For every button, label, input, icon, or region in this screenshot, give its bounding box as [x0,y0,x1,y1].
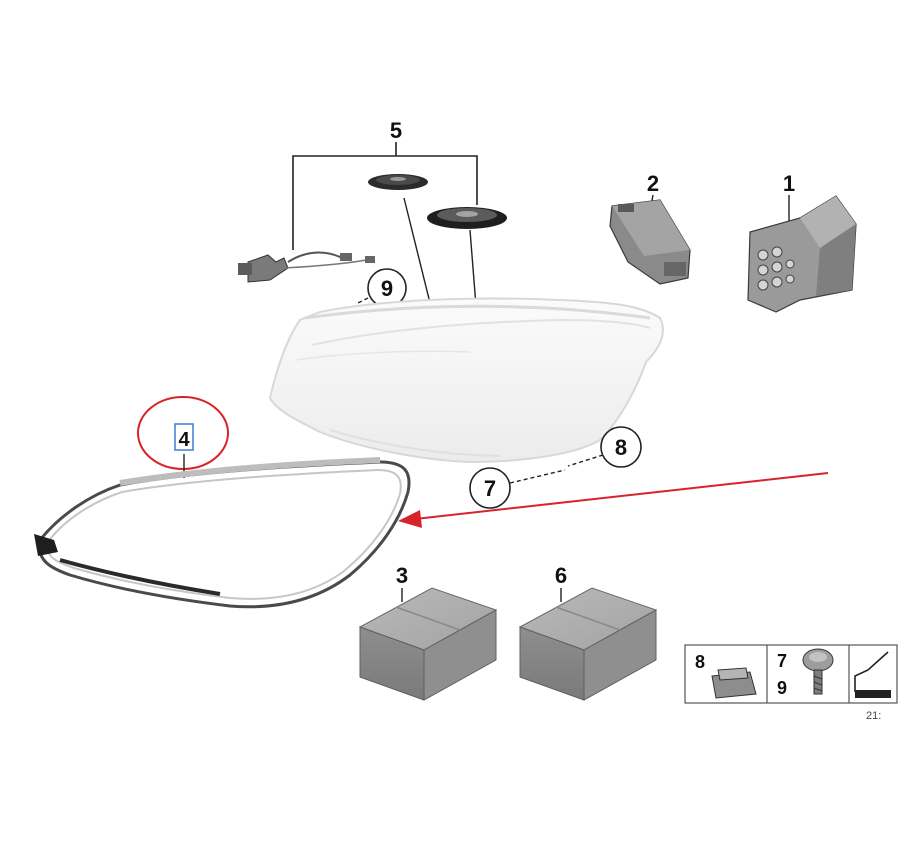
callout-4: 4 [178,429,190,451]
legend-screw-number-9: 9 [777,678,787,698]
wire-harness [238,251,375,283]
headlight-housing [268,297,664,464]
callout-8-marker: 8 [567,426,642,468]
callout-2: 2 [647,171,659,196]
part-5-leader-lines [403,197,477,312]
fastener-legend: 8 7 9 [684,644,898,704]
callout-8: 8 [615,435,627,460]
part-6-box [518,587,658,701]
highlight-circle [137,396,229,470]
spring-clip-icon [711,667,757,699]
part-4-seal-gasket [34,457,411,609]
callout-7-marker: 7 [469,467,566,509]
screw-icon [802,648,834,695]
callout-5: 5 [390,118,402,143]
part-5-leader-bracket [292,142,478,250]
legend-clip-number: 8 [695,652,705,672]
callout-7: 7 [484,476,496,501]
callout-1: 1 [783,171,795,196]
legend-screw-number-7: 7 [777,651,787,671]
part-5-gasket-large [427,207,507,229]
callout-3: 3 [396,563,408,588]
callout-4-box [174,423,194,451]
part-1-led-module [747,195,857,313]
part-2-control-unit [609,199,691,285]
profile-symbol-icon [854,651,891,698]
red-arrow [398,472,829,528]
callout-6: 6 [555,563,567,588]
callout-9: 9 [381,276,393,301]
part-5-gasket-small [368,174,428,190]
part-3-box [358,587,498,701]
figure-code: 21: [866,710,881,722]
